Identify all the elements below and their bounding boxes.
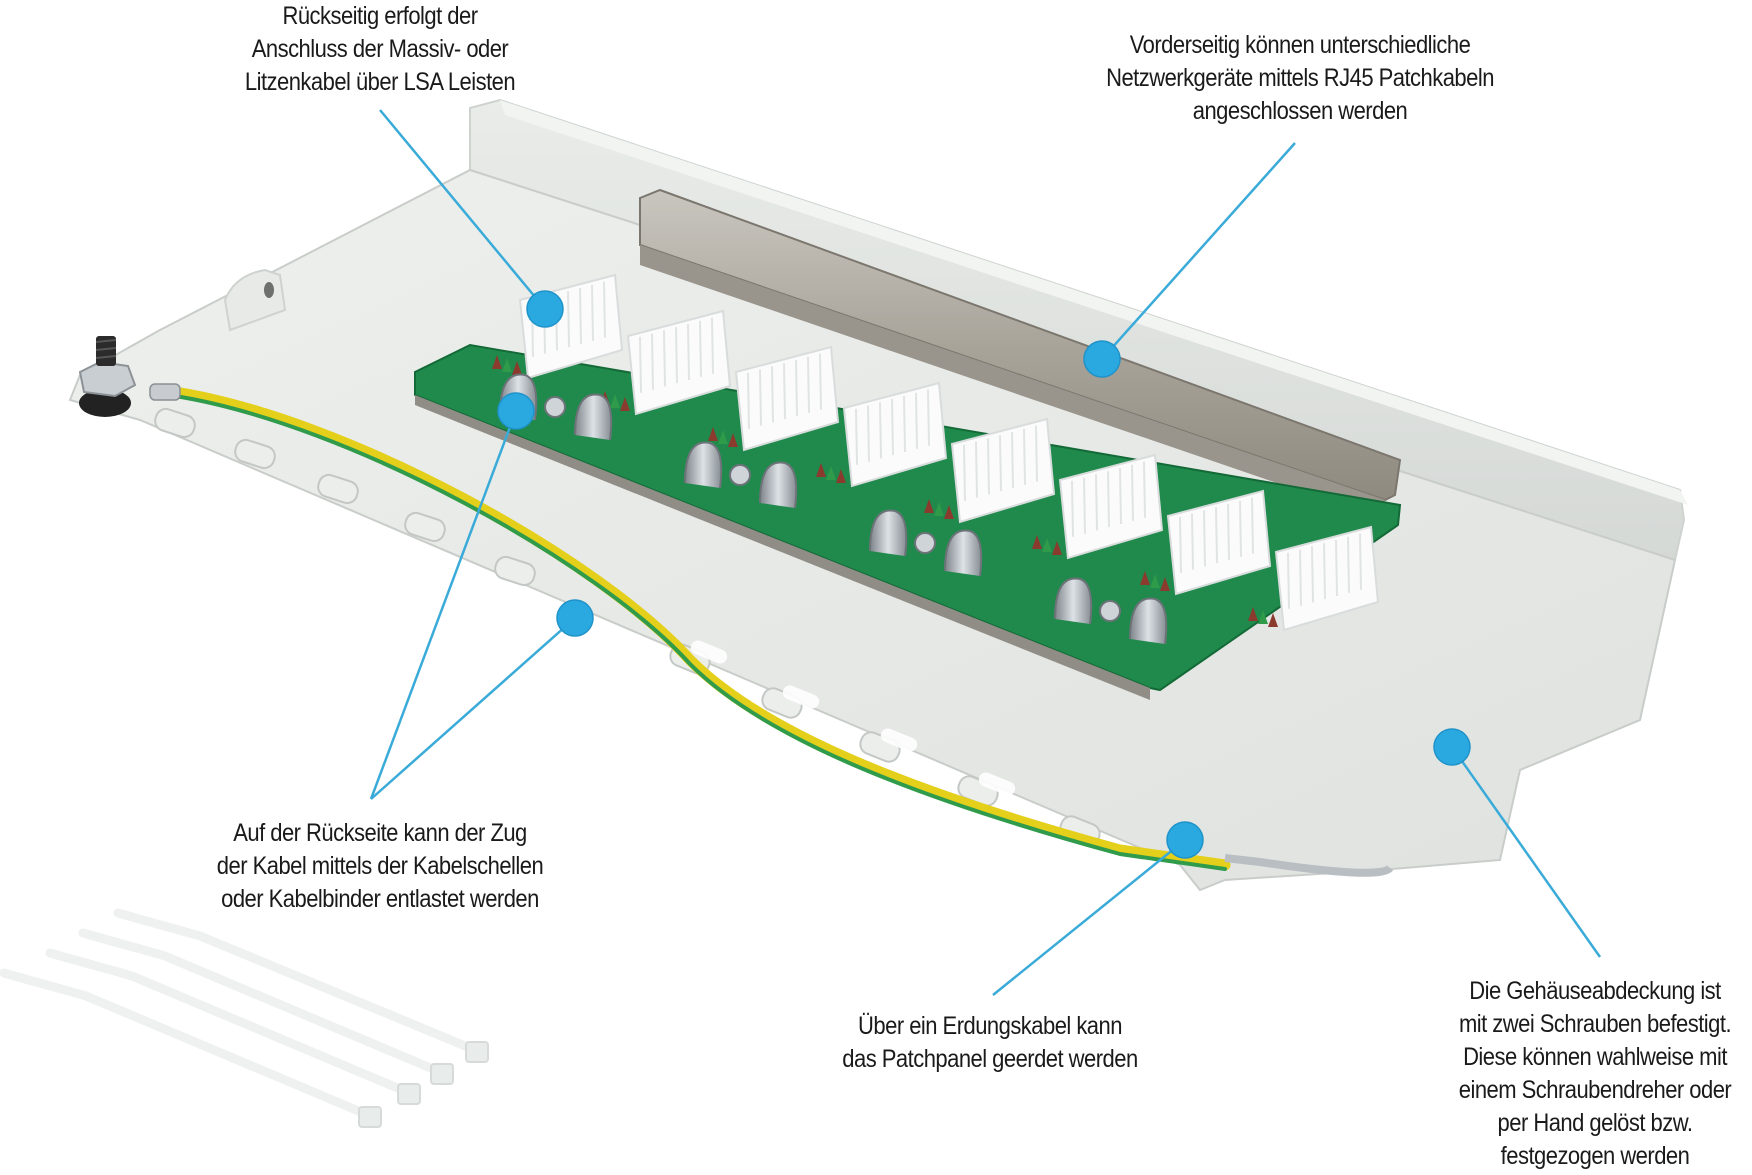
ground-screw [78,336,137,417]
annotation-line: angeschlossen werden [1192,97,1408,125]
cable-clamp [1054,577,1168,645]
leader-line-ground [992,839,1186,996]
lsa-module [1140,489,1272,596]
annotation-grounding: Über ein Erdungskabel kann das Patchpane… [823,1010,1157,1076]
annotation-line: mit zwei Schrauben befestigt. [1458,1010,1732,1038]
marker-dot-ground [1166,821,1204,859]
ground-wire [149,383,1394,877]
lsa-module [1248,525,1380,632]
rj45-port-shield [639,188,1402,520]
annotation-line: Über ein Erdungskabel kann [858,1012,1122,1040]
leader-line-lsa [379,109,546,310]
lsa-module [708,345,840,452]
cable-clamp [869,509,983,577]
marker-dot-clamp [497,392,535,430]
cable-tie [45,948,421,1105]
leader-line-cover [1450,746,1602,958]
annotation-markers [497,290,1471,859]
annotation-line: Diese können wahlweise mit [1463,1043,1727,1071]
annotation-housing-cover: Die Gehäuseabdeckung ist mit zwei Schrau… [1450,975,1740,1173]
annotation-line: Auf der Rückseite kann der Zug [233,819,527,847]
annotation-line: Vorderseitig können unterschiedliche [1129,31,1471,59]
leader-line-strain-clamp [369,410,518,800]
marker-dot-cover-screw [1433,728,1471,766]
annotation-rj45-front: Vorderseitig können unterschiedliche Net… [1062,29,1537,128]
annotation-line: Netzwerkgeräte mittels RJ45 Patchkabeln [1106,64,1494,92]
annotation-line: das Patchpanel geerdet werden [842,1045,1138,1073]
leader-line-rj45 [1101,142,1296,360]
annotation-line: per Hand gelöst bzw. [1497,1109,1693,1137]
lsa-module [924,417,1056,524]
annotation-line: Litzenkabel über LSA Leisten [244,68,516,96]
cable-clamp [684,441,798,509]
marker-dot-lsa [526,290,564,328]
annotation-leader-lines [369,109,1602,996]
cable-tie [78,928,454,1085]
cable-clamps [499,373,1168,645]
lsa-module [816,381,948,488]
annotation-line: oder Kabelbinder entlastet werden [221,885,539,913]
annotation-line: festgezogen werden [1500,1142,1690,1170]
marker-dot-slot [556,599,594,637]
annotation-lsa-connection: Rückseitig erfolgt der Anschluss der Mas… [213,0,547,99]
lsa-module [1032,453,1164,560]
cable-tie [0,968,382,1128]
leader-line-strain-slot [370,617,576,800]
annotation-line: Rückseitig erfolgt der [282,2,478,30]
annotation-line: der Kabel mittels der Kabelschellen [216,852,544,880]
annotation-line: Die Gehäuseabdeckung ist [1469,977,1721,1005]
annotation-line: Anschluss der Massiv- oder [251,35,509,63]
marker-dot-rj45 [1083,340,1121,378]
cable-tie [113,908,489,1063]
cable-ties [0,908,489,1128]
lsa-modules [492,273,1380,632]
annotation-strain-relief: Auf der Rückseite kann der Zug der Kabel… [186,817,573,916]
annotation-line: einem Schraubendreher oder [1458,1076,1732,1104]
